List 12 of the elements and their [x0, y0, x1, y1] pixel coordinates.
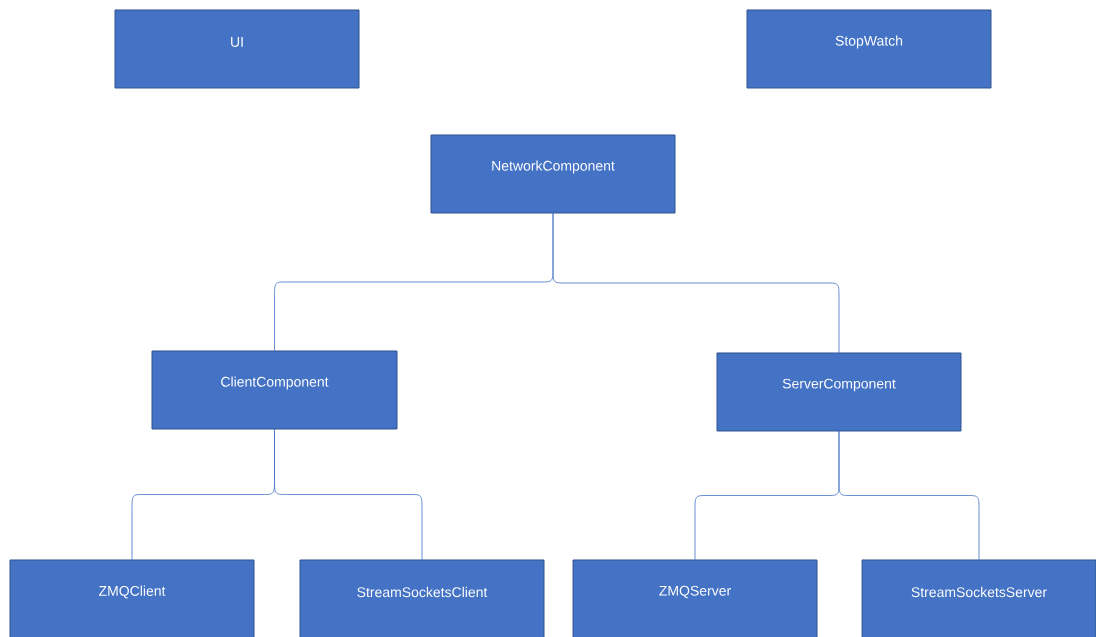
- component-box: NetworkComponent: [430, 134, 676, 214]
- bracket-connector: [274, 428, 423, 561]
- bracket-connector: [552, 212, 840, 354]
- component-box: StreamSocketsServer: [861, 559, 1096, 637]
- component-box: ServerComponent: [716, 352, 962, 432]
- component-box: StopWatch: [746, 9, 992, 89]
- component-box: ZMQClient: [9, 559, 255, 637]
- component-box: ClientComponent: [151, 350, 398, 430]
- component-box: UI: [114, 9, 360, 89]
- component-box: ZMQServer: [572, 559, 818, 637]
- bracket-connector: [838, 430, 980, 561]
- component-box: StreamSocketsClient: [299, 559, 545, 637]
